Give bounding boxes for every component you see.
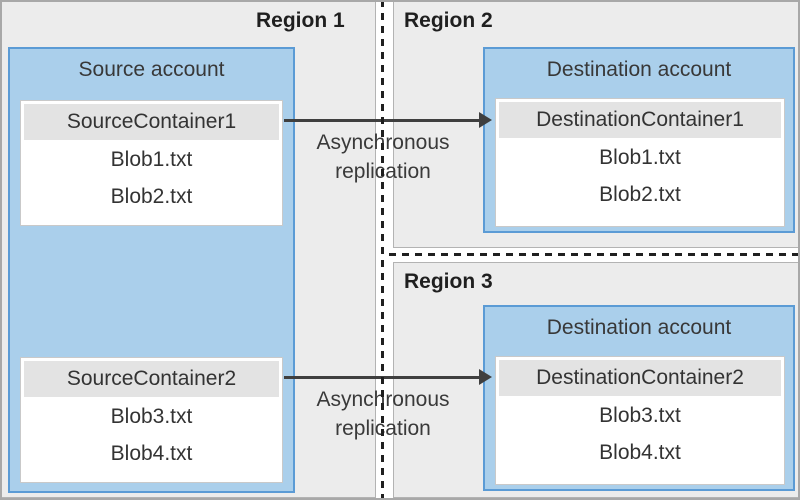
- region-1-label: Region 1: [256, 9, 345, 32]
- blob-item: Blob3.txt: [599, 404, 681, 427]
- blob-item: Blob1.txt: [599, 146, 681, 169]
- destination-container-2-header: DestinationContainer2: [499, 360, 781, 396]
- replication-arrow-1-head: [479, 112, 492, 128]
- horizontal-region-divider: [389, 253, 800, 256]
- blob-item: Blob3.txt: [110, 405, 193, 428]
- blob-item: Blob1.txt: [110, 148, 193, 171]
- destination-account-title: Destination account: [546, 316, 732, 339]
- source-container-2-box: SourceContainer2 Blob3.txt Blob4.txt: [20, 357, 283, 483]
- source-account-title: Source account: [78, 58, 225, 81]
- blob-item: Blob2.txt: [110, 185, 193, 208]
- source-container-2-header: SourceContainer2: [24, 361, 279, 397]
- blob-item: Blob4.txt: [599, 441, 681, 464]
- blob-item: Blob2.txt: [599, 183, 681, 206]
- replication-arrow-2-head: [479, 369, 492, 385]
- destination-container-1-box: DestinationContainer1 Blob1.txt Blob2.tx…: [495, 98, 785, 227]
- destination-account-title: Destination account: [546, 58, 732, 81]
- vertical-region-divider: [381, 0, 384, 500]
- source-container-1-box: SourceContainer1 Blob1.txt Blob2.txt: [20, 100, 283, 226]
- source-container-1-header: SourceContainer1: [24, 104, 279, 140]
- destination-container-1-header: DestinationContainer1: [499, 102, 781, 138]
- region-3-label: Region 3: [404, 270, 493, 293]
- region-2-label: Region 2: [404, 9, 493, 32]
- destination-container-2-box: DestinationContainer2 Blob3.txt Blob4.tx…: [495, 356, 785, 485]
- blob-item: Blob4.txt: [110, 442, 193, 465]
